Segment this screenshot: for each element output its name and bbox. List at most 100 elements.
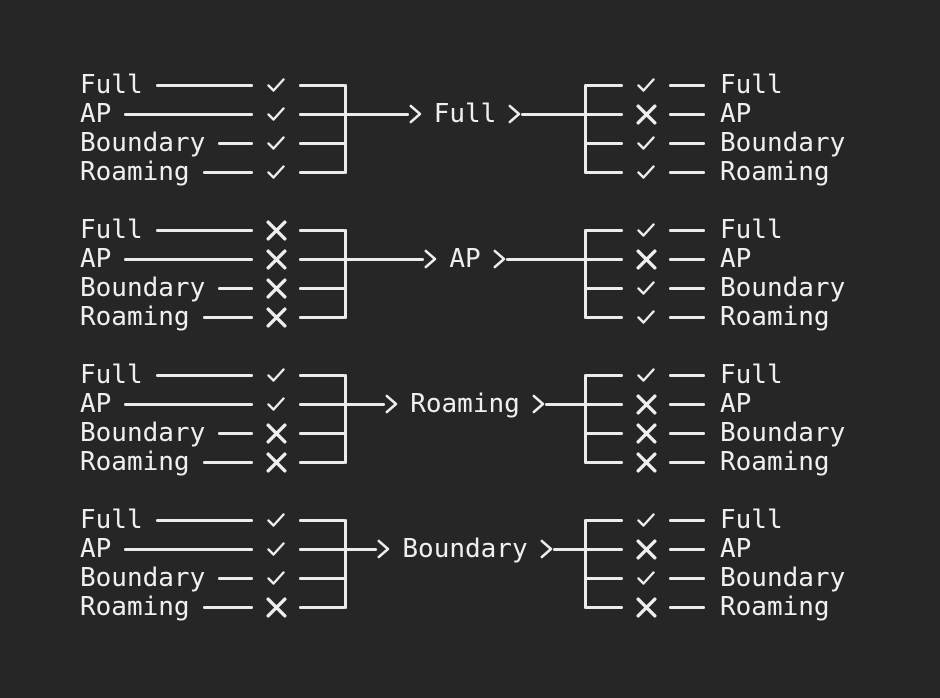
mode-label: AP [720, 244, 752, 274]
connector-line [299, 112, 345, 116]
connector-line [124, 112, 253, 116]
source-row: Roaming [80, 302, 345, 332]
result-row: Boundary [585, 128, 865, 158]
connector-line [299, 141, 345, 145]
mode-label: AP [720, 389, 752, 419]
connector-line [669, 431, 705, 435]
source-row: Full [80, 360, 345, 390]
result-row: Full [585, 70, 865, 100]
arrow-right-icon [377, 539, 390, 559]
result-row: AP [585, 389, 865, 419]
cross-icon [623, 423, 669, 444]
source-row: AP [80, 244, 345, 274]
result-row: AP [585, 534, 865, 564]
connector-line [299, 257, 345, 261]
arrow-right-icon [508, 104, 521, 124]
result-row: Roaming [585, 302, 865, 332]
mode-label: Roaming [80, 157, 190, 187]
cross-icon [253, 597, 299, 618]
connector-line [585, 112, 623, 116]
connector-line [669, 141, 705, 145]
mode-label: AP [720, 534, 752, 564]
transition-arrow: Roaming [345, 389, 586, 419]
connector-line [202, 605, 253, 609]
connector-line [299, 547, 345, 551]
connector-line [521, 112, 585, 116]
mode-label: Boundary [720, 563, 846, 593]
cross-icon [623, 249, 669, 270]
mode-label: Roaming [720, 447, 830, 477]
connector-line [669, 460, 705, 464]
connector-line [155, 373, 253, 377]
check-icon [623, 512, 669, 528]
source-row: AP [80, 534, 345, 564]
source-row: Boundary [80, 273, 345, 303]
check-icon [253, 77, 299, 93]
check-icon [623, 77, 669, 93]
connector-line [585, 228, 623, 232]
mode-label: Roaming [80, 592, 190, 622]
result-row: Roaming [585, 157, 865, 187]
mode-label: Full [720, 360, 783, 390]
connector-line [299, 402, 345, 406]
mode-label: Boundary [720, 273, 846, 303]
right-bracket-line [583, 83, 587, 174]
mode-label: AP [720, 99, 752, 129]
connector-line [669, 576, 705, 580]
connector-line [669, 170, 705, 174]
check-icon [253, 541, 299, 557]
cross-icon [623, 597, 669, 618]
transition-arrow: AP [345, 244, 585, 274]
connector-line [669, 315, 705, 319]
check-icon [253, 512, 299, 528]
connector-line [218, 286, 253, 290]
mode-label: Boundary [80, 273, 206, 303]
result-row: Boundary [585, 563, 865, 593]
mode-label: Full [80, 70, 143, 100]
source-row: AP [80, 389, 345, 419]
cross-icon [623, 104, 669, 125]
source-row: Roaming [80, 447, 345, 477]
connector-line [669, 605, 705, 609]
result-row: Full [585, 215, 865, 245]
mode-label: Full [80, 505, 143, 535]
left-bracket-line [343, 83, 347, 174]
result-row: AP [585, 244, 865, 274]
connector-line [299, 576, 345, 580]
transition-arrow: Full [345, 99, 585, 129]
connector-line [218, 431, 253, 435]
connector-line [155, 228, 253, 232]
mode-label: Roaming [80, 302, 190, 332]
connector-line [299, 518, 345, 522]
check-icon [253, 164, 299, 180]
connector-line [585, 460, 623, 464]
connector-line [585, 83, 623, 87]
mode-label: Full [80, 215, 143, 245]
cross-icon [253, 220, 299, 241]
connector-line [585, 547, 623, 551]
connector-line [585, 576, 623, 580]
result-row: Full [585, 360, 865, 390]
connector-line [155, 83, 253, 87]
result-row: Boundary [585, 418, 865, 448]
connector-line [202, 315, 253, 319]
mode-label: Full [720, 70, 783, 100]
check-icon [623, 222, 669, 238]
mode-label: Boundary [720, 128, 846, 158]
cross-icon [253, 278, 299, 299]
mode-label: AP [80, 99, 112, 129]
connector-line [124, 402, 253, 406]
cross-icon [253, 307, 299, 328]
left-bracket-line [343, 373, 347, 464]
mode-label: AP [80, 244, 112, 274]
connector-line [585, 605, 623, 609]
center-mode-label: Boundary [402, 534, 528, 564]
result-row: Full [585, 505, 865, 535]
mode-label: Full [720, 505, 783, 535]
center-mode-label: AP [449, 244, 481, 274]
center-mode-label: Full [433, 99, 497, 129]
connector-line [299, 431, 345, 435]
mode-label: AP [80, 534, 112, 564]
connector-line [669, 228, 705, 232]
connector-line [124, 257, 253, 261]
